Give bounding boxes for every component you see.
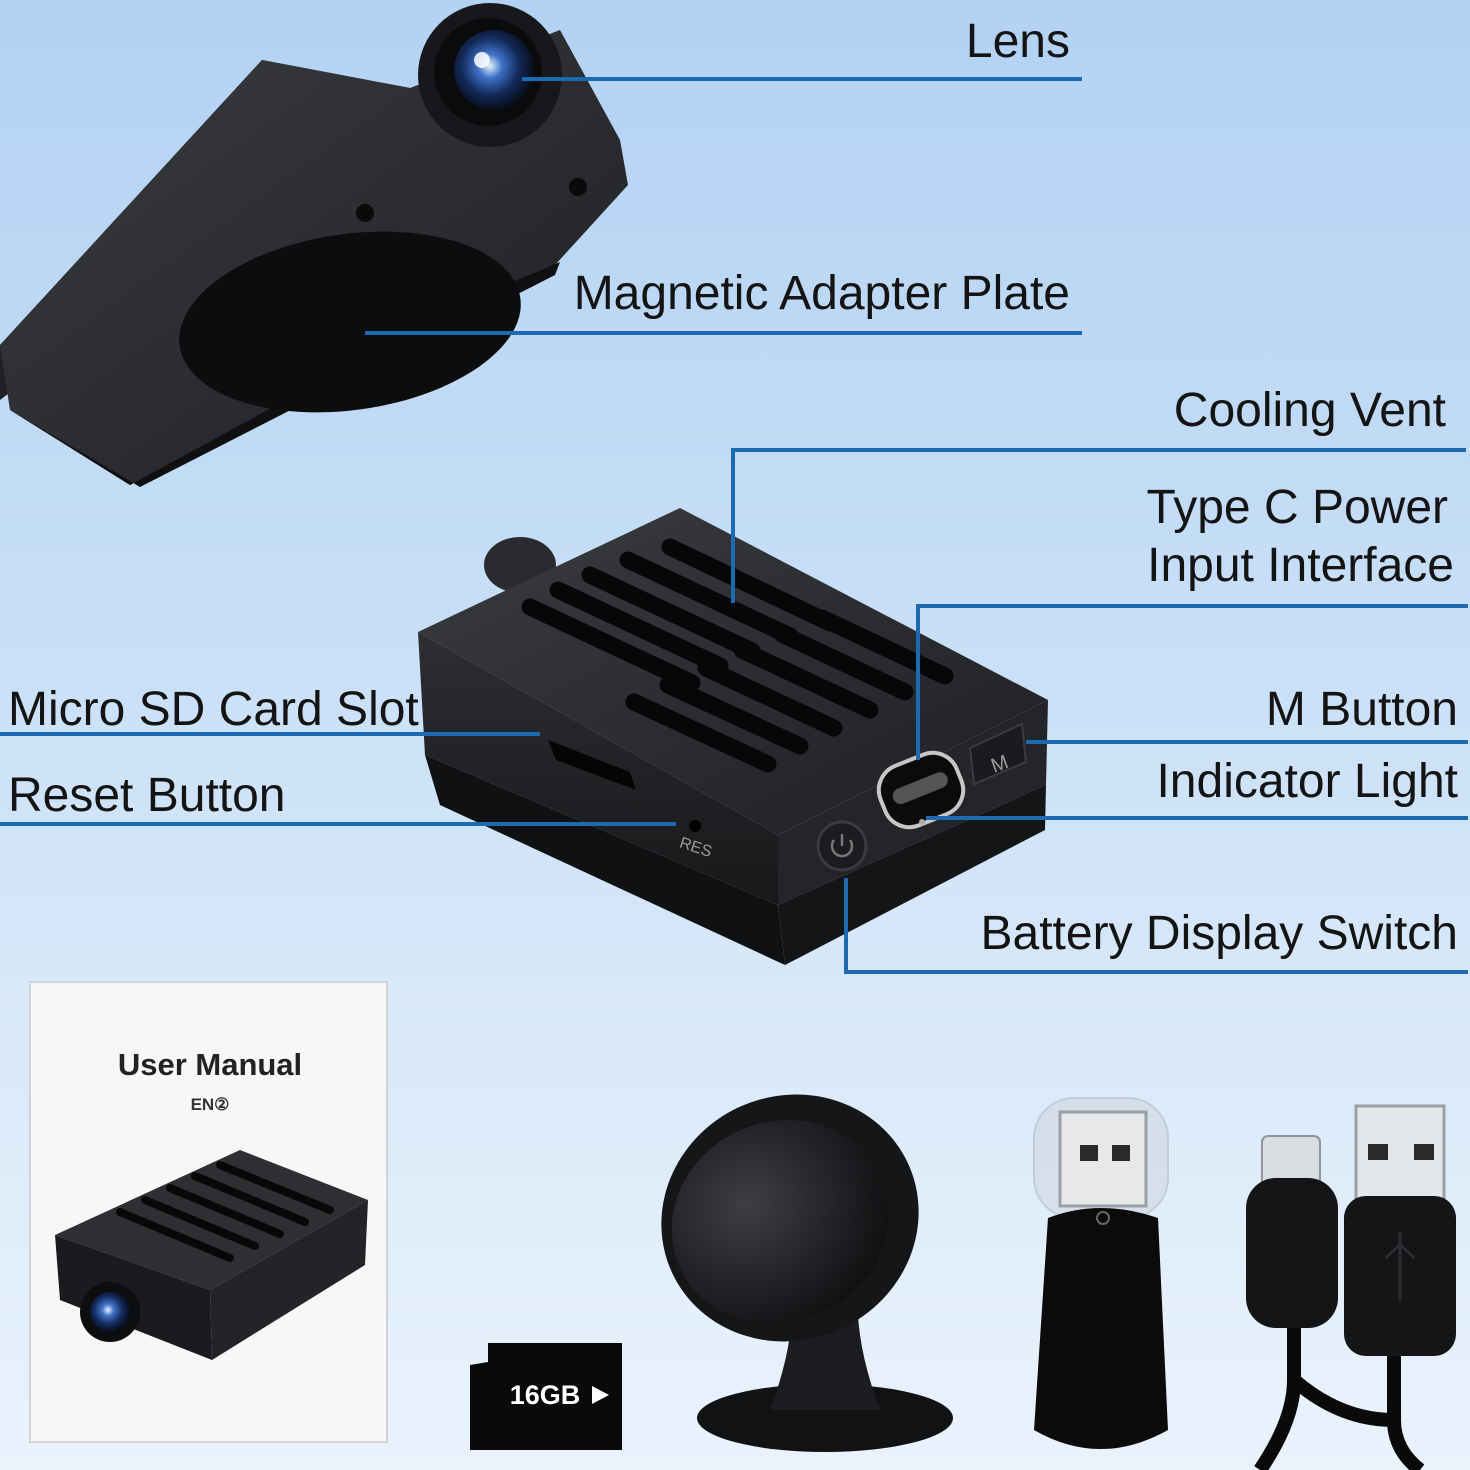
label-cooling-vent: Cooling Vent — [1173, 384, 1446, 437]
camera-rear-view — [0, 3, 628, 487]
play-icon — [592, 1386, 609, 1404]
m-mark: M — [988, 751, 1011, 777]
m-button — [968, 722, 1028, 786]
usb-symbol-icon — [1384, 1232, 1416, 1300]
label-type-c-line2: Input Interface — [1147, 539, 1454, 592]
label-reset-button: Reset Button — [8, 769, 286, 822]
manual-language: EN② — [191, 1095, 230, 1114]
label-battery-display-switch: Battery Display Switch — [980, 907, 1459, 960]
label-type-c-line1: Type C Power — [1146, 481, 1448, 534]
manual-title: User Manual — [118, 1047, 302, 1082]
card-reader — [1033, 1097, 1169, 1449]
sd-card: 16GB — [470, 1343, 622, 1450]
user-manual: User Manual EN② — [29, 981, 388, 1443]
label-lens: Lens — [965, 15, 1070, 68]
sd-capacity: 16GB — [510, 1380, 581, 1410]
lens-icon — [418, 3, 562, 147]
label-m-button: M Button — [1265, 683, 1458, 736]
cooling-vent-slots — [521, 538, 954, 773]
label-indicator-light: Indicator Light — [1156, 755, 1458, 808]
label-magnetic-adapter-plate: Magnetic Adapter Plate — [573, 267, 1070, 320]
power-icon — [830, 839, 854, 858]
magnetic-mount — [661, 1094, 953, 1452]
callout-lines — [0, 77, 1468, 974]
label-micro-sd-card-slot: Micro SD Card Slot — [8, 683, 419, 736]
indicator-light-dot — [919, 819, 925, 825]
usb-cable — [1246, 1104, 1456, 1470]
magnet-disc — [671, 1120, 889, 1324]
micro-sd-slot — [548, 740, 636, 790]
reset-hole — [689, 820, 701, 832]
magnetic-plate-disc — [179, 231, 521, 413]
